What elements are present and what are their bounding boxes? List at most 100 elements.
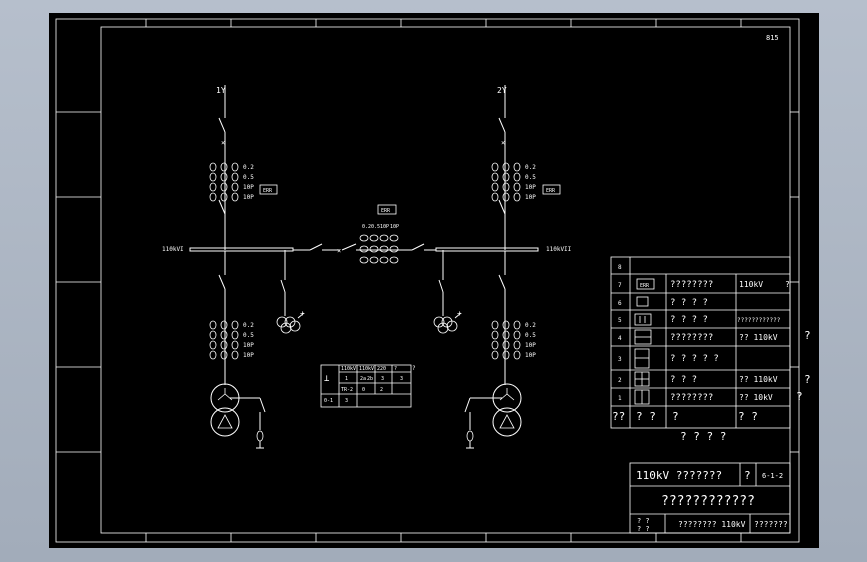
title-block-title: 110kV ???????: [636, 469, 722, 482]
svg-text:???????? 110kV: ???????? 110kV: [678, 520, 746, 529]
svg-text:? ?: ? ?: [637, 525, 650, 533]
feeder-1y: 1Y × 0.2 0.5 10P 10P ERR: [209, 85, 278, 250]
svg-text:10P: 10P: [380, 224, 389, 230]
title-block: 110kV ??????? ? 6-1-2 ???????????? ? ? ?…: [629, 462, 791, 534]
svg-text:?? 10kV: ?? 10kV: [739, 393, 773, 402]
svg-text:0.5: 0.5: [525, 174, 536, 181]
svg-text:0.5: 0.5: [525, 332, 536, 339]
transformer-left: 0.2 0.5 10P 10P: [209, 251, 266, 449]
svg-text:? ?: ? ?: [637, 517, 650, 525]
svg-text:10P: 10P: [525, 342, 536, 349]
svg-text:3: 3: [618, 356, 622, 363]
svg-text:0.2: 0.2: [362, 224, 371, 230]
svg-text:ERR: ERR: [381, 208, 391, 214]
small-table: ⊥ 110kV 110kV 220 ? 1 2a 2b 3 3 TR-2 0 2…: [320, 364, 416, 408]
svg-text:?: ?: [412, 365, 416, 372]
svg-text:? ? ? ? ?: ? ? ? ? ?: [670, 354, 719, 364]
svg-text:×: ×: [337, 247, 341, 255]
svg-text:2b: 2b: [367, 376, 373, 382]
svg-text:0-1: 0-1: [324, 398, 333, 404]
legend-caption: ? ? ? ?: [680, 430, 726, 443]
svg-text:1: 1: [345, 376, 348, 382]
svg-text:0.5: 0.5: [371, 224, 380, 230]
sheet-number: 815: [766, 34, 779, 42]
svg-text:110kV: 110kV: [739, 280, 763, 289]
meter-box-2y: [542, 184, 561, 195]
svg-text:6-1-2: 6-1-2: [762, 472, 783, 480]
svg-text:0.2: 0.2: [243, 322, 254, 329]
svg-text:3: 3: [400, 376, 403, 382]
frame-ruler: [56, 19, 799, 542]
breaker-1y: [218, 199, 226, 215]
svg-text:????????: ????????: [670, 333, 713, 343]
svg-text:? ?: ? ?: [636, 410, 656, 423]
svg-text:6: 6: [618, 300, 622, 307]
title-block-main-title: ????????????: [661, 494, 755, 509]
side-mark: ?: [796, 390, 803, 403]
svg-text:10P: 10P: [525, 352, 536, 359]
ct-group-2y: [491, 162, 521, 202]
svg-text:+: +: [300, 309, 305, 318]
svg-text:ERR: ERR: [640, 283, 650, 289]
svg-text:? ?: ? ?: [738, 410, 758, 423]
svg-text:220: 220: [377, 366, 386, 372]
svg-text:10P: 10P: [243, 184, 254, 191]
svg-text:10P: 10P: [243, 194, 254, 201]
svg-text:+: +: [457, 309, 462, 318]
svg-text:2a: 2a: [360, 376, 366, 382]
svg-text:2: 2: [618, 377, 622, 384]
svg-text:10P: 10P: [390, 224, 399, 230]
bus-coupler: × 0.2 0.5 10P 10P ERR: [293, 204, 436, 264]
svg-text:????????: ????????: [670, 280, 713, 290]
svg-text:×: ×: [501, 139, 505, 147]
svg-text:2: 2: [380, 387, 383, 393]
transformer-right: 0.2 0.5 10P 10P: [464, 251, 536, 449]
svg-text:?: ?: [394, 366, 397, 372]
svg-text:?? 110kV: ?? 110kV: [739, 375, 778, 384]
side-mark: ?: [804, 373, 811, 386]
side-mark: ?: [804, 329, 811, 342]
feeder-1y-label: 1Y: [216, 86, 226, 95]
svg-text:0.2: 0.2: [243, 164, 254, 171]
svg-text:TR-2: TR-2: [341, 387, 353, 393]
svg-text:? ? ?: ? ? ?: [670, 375, 697, 385]
svg-text:3: 3: [345, 398, 348, 404]
svg-text:0: 0: [362, 387, 365, 393]
svg-text:8: 8: [618, 264, 622, 271]
svg-text:5: 5: [618, 317, 622, 324]
svg-text:ERR: ERR: [546, 188, 556, 194]
svg-text:10P: 10P: [243, 342, 254, 349]
outer-frame: [55, 18, 800, 543]
svg-text:?: ?: [672, 410, 679, 423]
svg-text:0.2: 0.2: [525, 322, 536, 329]
breaker-2y: [498, 199, 506, 215]
svg-text:? ? ? ?: ? ? ? ?: [670, 298, 708, 308]
svg-text:????????????: ????????????: [737, 317, 781, 324]
svg-text:1: 1: [618, 395, 622, 402]
svg-text:⊥: ⊥: [324, 374, 330, 384]
pt-right: +: [433, 250, 462, 334]
pt-left: +: [276, 250, 305, 334]
model-space: [49, 13, 819, 548]
svg-text:110kV: 110kV: [359, 366, 374, 372]
ct-group-1y: [209, 162, 239, 202]
disconnector-1y-upper: [218, 117, 226, 133]
svg-text:?: ?: [744, 469, 751, 482]
ct-group-coupler: [359, 234, 399, 264]
svg-text:?? 110kV: ?? 110kV: [739, 333, 778, 342]
svg-text:110kVII: 110kVII: [546, 246, 572, 253]
svg-text:? ? ? ?: ? ? ? ?: [670, 315, 708, 325]
svg-text:110kVI: 110kVI: [162, 246, 184, 253]
svg-text:10P: 10P: [243, 352, 254, 359]
svg-text:×: ×: [221, 139, 225, 147]
svg-text:110kV: 110kV: [341, 366, 356, 372]
coupler-meter-box: [377, 204, 397, 215]
svg-text:10P: 10P: [525, 194, 536, 201]
feeder-2y: 2Y × 0.2 0.5 10P 10P ERR: [491, 85, 561, 250]
svg-text:????????: ????????: [670, 393, 713, 403]
svg-text:???????: ???????: [754, 520, 788, 529]
svg-text:0.2: 0.2: [525, 164, 536, 171]
svg-text:3: 3: [381, 376, 384, 382]
svg-text:10P: 10P: [525, 184, 536, 191]
